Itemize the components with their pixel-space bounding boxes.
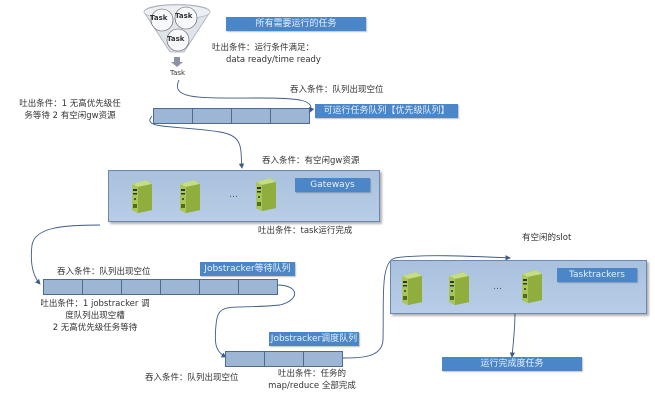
runnable-task-queue	[153, 108, 310, 124]
server-icon	[252, 176, 278, 212]
exit-wait-condition-line3: 2 无高优先级任务等待	[52, 323, 138, 333]
exit-wait-condition-line2: 度队列出现空槽	[65, 311, 125, 321]
runnable-queue-tag: 可运行任务队列【优先级队列】	[315, 104, 458, 118]
enter-runnable-condition: 吞入条件：队列出现空位	[290, 85, 384, 95]
gateways-ellipsis: …	[229, 190, 238, 200]
task-output-label: Task	[170, 69, 186, 77]
queue-slot	[304, 352, 342, 366]
server-icon	[398, 270, 424, 306]
run-ready-condition-line1: 吐出条件：运行条件满足：	[212, 43, 315, 53]
server-icon	[518, 268, 544, 304]
queue-slot	[154, 109, 193, 123]
completed-tasks-tag: 运行完成度任务	[442, 357, 582, 371]
queue-slot	[271, 109, 309, 123]
free-slot-condition: 有空闲的slot	[522, 233, 572, 243]
queue-slot	[200, 280, 239, 294]
jobstracker-sched-queue-tag: Jobstracker调度队列	[269, 332, 359, 346]
task-bubble-3	[166, 28, 190, 52]
connector-waitqueue-to-schedqueue	[214, 284, 296, 358]
queue-slot	[239, 280, 277, 294]
enter-gw-condition: 吞入条件：有空闲gw资源	[262, 156, 360, 166]
jobstracker-wait-queue	[43, 279, 278, 295]
server-icon	[176, 178, 202, 214]
queue-slot	[265, 352, 304, 366]
tasktrackers-tag: Tasktrackers	[557, 268, 637, 282]
queue-slot	[83, 280, 122, 294]
server-icon	[445, 270, 471, 306]
queue-slot	[226, 352, 265, 366]
queue-slot	[193, 109, 232, 123]
enter-sched-condition: 吞入条件：队列出现空位	[145, 373, 239, 383]
exit-sched-condition-line2: map/reduce 全部完成	[268, 381, 356, 391]
connector-tasktrackers-to-completed	[509, 311, 516, 358]
task-funnel-icon	[143, 4, 211, 67]
task-label-3: Task	[167, 35, 185, 43]
enter-wait-condition: 吞入条件：队列出现空位	[57, 267, 151, 277]
task-bubble-2	[174, 6, 198, 30]
run-ready-condition-line2: data ready/time ready	[226, 55, 321, 65]
queue-slot	[122, 280, 161, 294]
exit-runnable-condition-line2: 务等待 2 有空闲gw资源	[24, 111, 116, 121]
queue-slot	[44, 280, 83, 294]
queue-slot	[161, 280, 200, 294]
task-bubble-1	[150, 8, 174, 32]
gateways-tag: Gateways	[295, 178, 370, 192]
exit-wait-condition-line1: 吐出条件：1 jobstracker 调	[40, 299, 150, 309]
server-icon	[128, 178, 154, 214]
queue-slot	[232, 109, 271, 123]
exit-runnable-condition-line1: 吐出条件：1 无高优先级任	[19, 99, 121, 109]
all-tasks-tag: 所有需要运行的任务	[226, 17, 366, 31]
jobstracker-wait-queue-tag: Jobstracker等待队列	[200, 262, 295, 276]
tasktrackers-ellipsis: …	[493, 282, 502, 292]
task-label-1: Task	[150, 14, 168, 22]
task-label-2: Task	[175, 12, 193, 20]
exit-gw-condition: 吐出条件：task运行完成	[258, 226, 353, 236]
jobstracker-sched-queue	[225, 351, 343, 367]
exit-sched-condition-line1: 吐出条件：任务的	[277, 369, 346, 379]
